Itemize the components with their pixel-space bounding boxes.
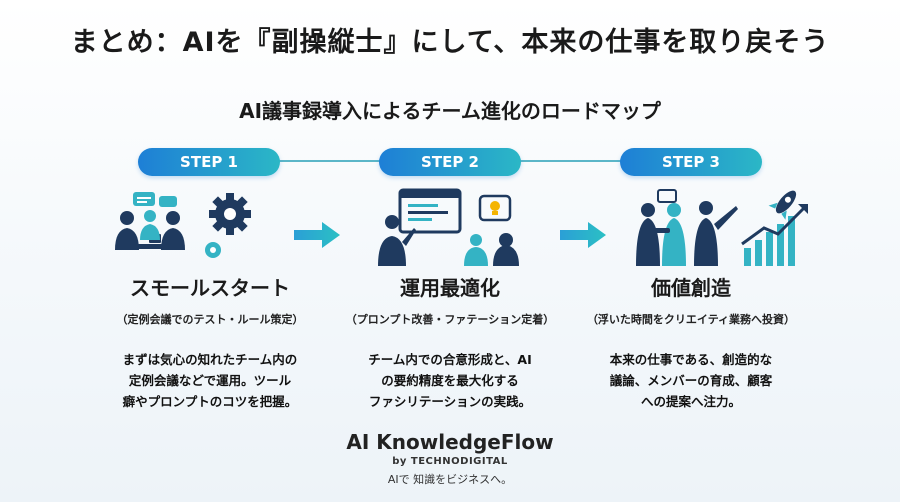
step-3-column: 価値創造 （浮いた時間をクリエイティ業務へ投資） 本来の仕事である、創造的な 議…: [546, 272, 836, 412]
meeting-gear-icon: [115, 192, 251, 258]
step-2-subtitle: （プロンプト改善・ファテーション定着）: [345, 313, 555, 326]
arrow-right-icon: [294, 222, 340, 248]
step-3-line-1: 本来の仕事である、創造的な: [609, 352, 773, 367]
step-2-column: 運用最適化 （プロンプト改善・ファテーション定着） チーム内での合意形成と、AI…: [305, 272, 595, 412]
step-1-column: スモールスタート （定例会議でのテスト・ルール策定） まずは気心の知れたチーム内…: [65, 272, 355, 412]
step-3-line-2: 議論、メンバーの育成、顧客: [609, 373, 773, 388]
roadmap-subtitle: AI議事録導入によるチーム進化のロードマップ: [239, 99, 661, 123]
brand-footer: AI KnowledgeFlow by TECHNODIGITAL AIで 知識…: [0, 430, 900, 487]
step-3-title: 価値創造: [651, 276, 731, 300]
step-3-subtitle: （浮いた時間をクリエイティ業務へ投資）: [586, 313, 796, 326]
page-title: まとめ：AIを『副操縦士』にして、本来の仕事を取り戻そう: [70, 27, 830, 58]
step-1-line-2: 定例会議などで運用。ツール: [128, 373, 292, 388]
step-1-badge: STEP 1: [138, 148, 280, 176]
step-1-line-3: 癖やプロンプトのコツを把握。: [122, 394, 298, 409]
growth-rocket-icon: [636, 189, 808, 266]
step-3-line-3: への提案へ注力。: [640, 394, 741, 409]
step-2-description: チーム内での合意形成と、AI の要約精度を最大化する ファシリテーションの実践。: [305, 349, 595, 412]
step-1-title: スモールスタート: [130, 276, 290, 300]
step-2-line-1: チーム内での合意形成と、AI: [368, 352, 532, 367]
step-3-badge: STEP 3: [620, 148, 762, 176]
step-1-line-1: まずは気心の知れたチーム内の: [122, 352, 298, 367]
brand-name: AI KnowledgeFlow: [346, 430, 554, 454]
step-2-title: 運用最適化: [400, 276, 500, 300]
step-1-description: まずは気心の知れたチーム内の 定例会議などで運用。ツール 癖やプロンプトのコツを…: [65, 349, 355, 412]
step-1-subtitle: （定例会議でのテスト・ルール策定）: [116, 313, 304, 326]
step-2-badge: STEP 2: [379, 148, 521, 176]
step-2-line-3: ファシリテーションの実践。: [368, 394, 532, 409]
step-3-description: 本来の仕事である、創造的な 議論、メンバーの育成、顧客 への提案へ注力。: [546, 349, 836, 412]
arrow-right-icon: [560, 222, 606, 248]
brand-tagline: AIで 知識をビジネスへ。: [387, 473, 513, 486]
brand-company: by TECHNODIGITAL: [392, 456, 508, 467]
presentation-idea-icon: [378, 188, 519, 266]
step-2-line-2: の要約精度を最大化する: [381, 373, 519, 388]
